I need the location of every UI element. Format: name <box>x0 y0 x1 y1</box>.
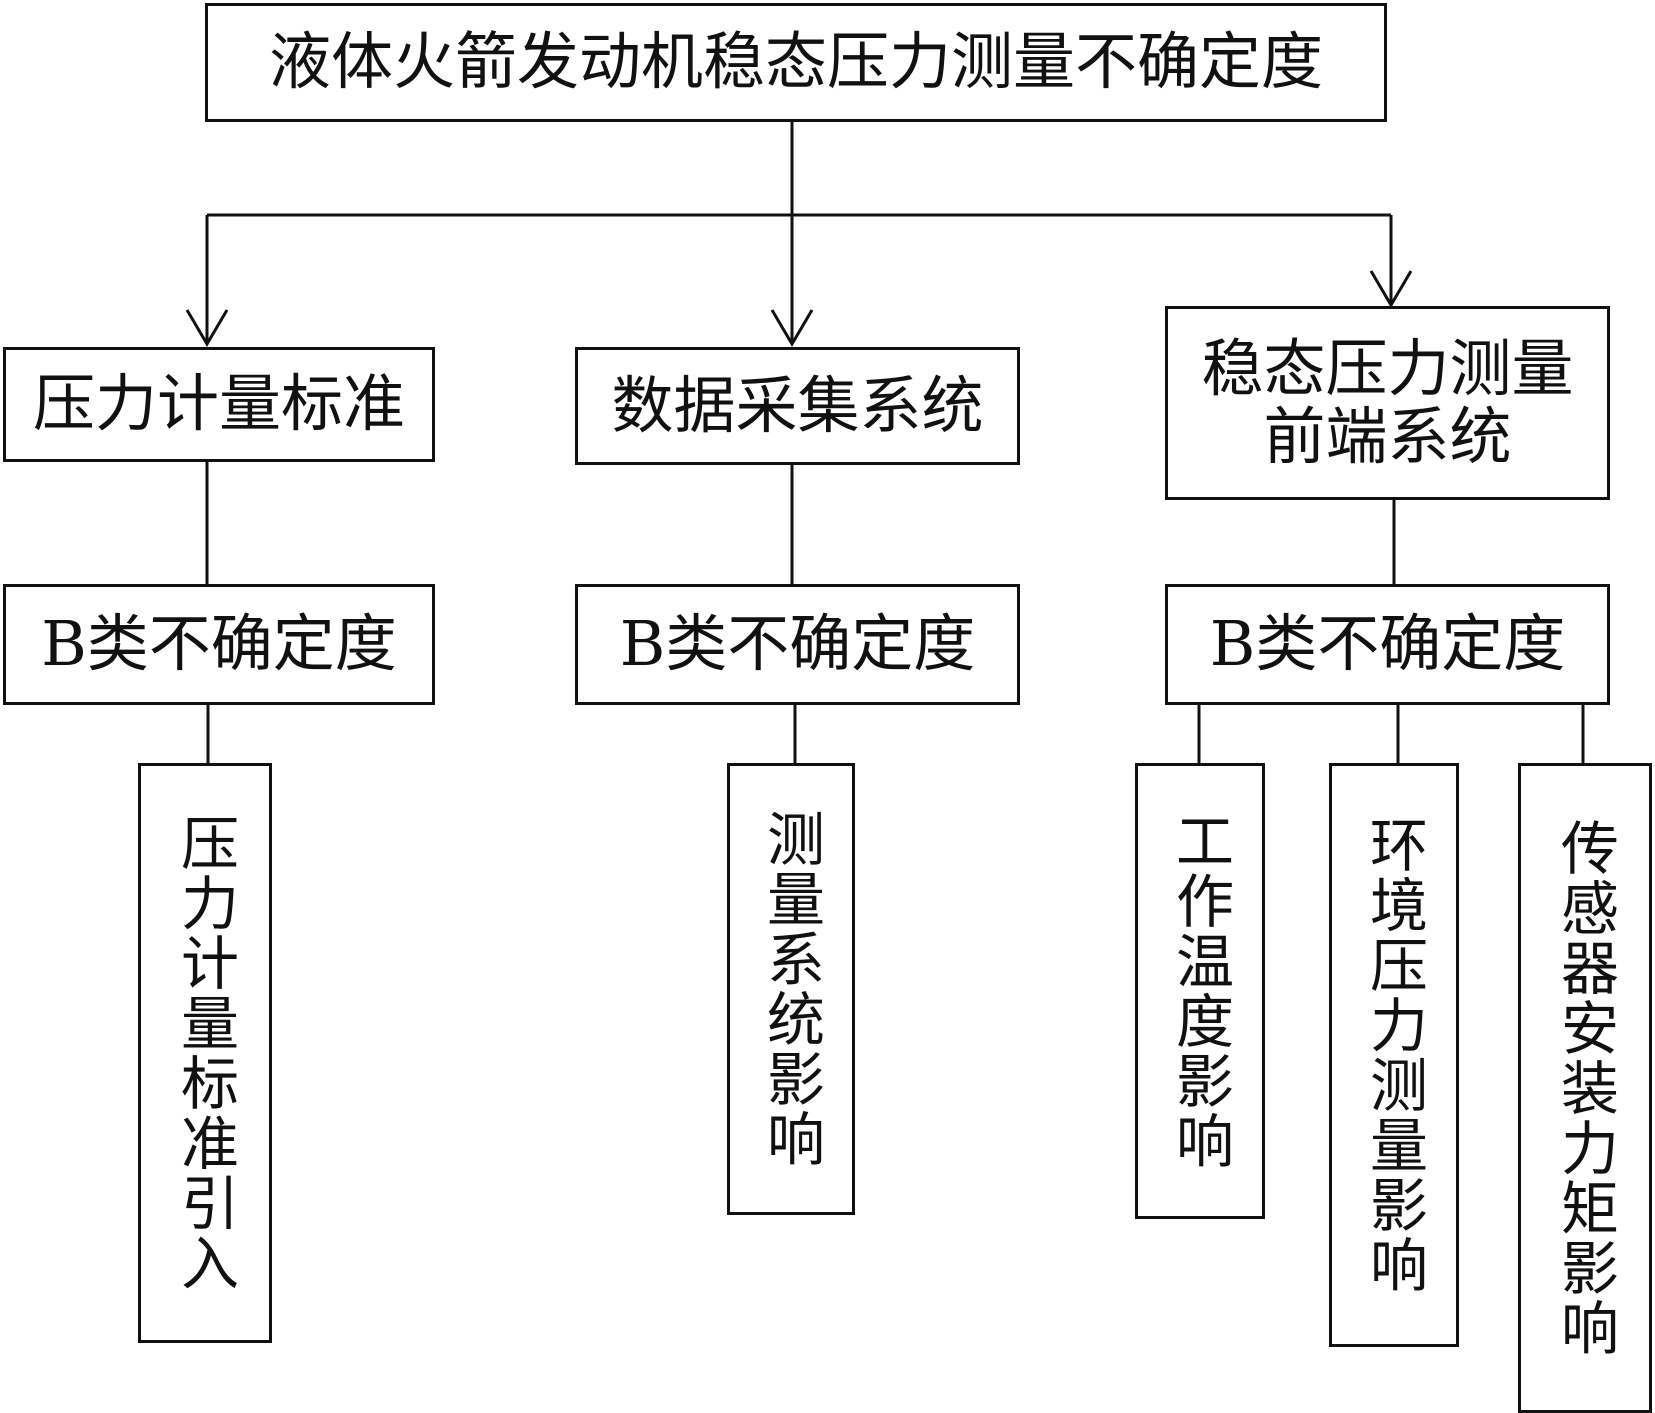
leaf-node-label: 测量系统影响 <box>757 809 825 1169</box>
leaf-node-label: 工作温度影响 <box>1166 811 1234 1171</box>
leaf-node-working-temperature: 工作温度影响 <box>1135 763 1265 1219</box>
category-node-front-end-system: 稳态压力测量前端系统 <box>1165 306 1610 500</box>
type-b-label: B类不确定度 <box>1209 607 1566 681</box>
leaf-node-ambient-pressure: 环境压力测量影响 <box>1329 763 1459 1347</box>
type-b-uncertainty-node: B类不确定度 <box>3 584 435 705</box>
type-b-uncertainty-node: B类不确定度 <box>1165 584 1610 705</box>
leaf-node-measurement-system: 测量系统影响 <box>727 763 855 1215</box>
type-b-label: B类不确定度 <box>619 607 976 681</box>
leaf-node-label: 环境压力测量影响 <box>1360 815 1428 1295</box>
category-node-pressure-standard: 压力计量标准 <box>3 347 435 462</box>
leaf-node-mounting-torque: 传感器安装力矩影响 <box>1518 763 1652 1413</box>
category-node-data-acquisition: 数据采集系统 <box>575 347 1020 465</box>
type-b-label: B类不确定度 <box>41 607 397 681</box>
category-node-label: 压力计量标准 <box>32 367 405 441</box>
leaf-node-standard-introduced: 压力计量标准引入 <box>138 763 272 1343</box>
arrowhead-a <box>185 309 229 347</box>
category-node-label: 稳态压力测量前端系统 <box>1201 331 1574 473</box>
leaf-node-label: 传感器安装力矩影响 <box>1551 818 1619 1358</box>
category-node-label: 数据采集系统 <box>611 368 984 442</box>
arrowhead-c <box>1369 270 1413 308</box>
type-b-uncertainty-node: B类不确定度 <box>575 584 1020 705</box>
root-node-label: 液体火箭发动机稳态压力测量不确定度 <box>268 25 1323 99</box>
arrowhead-b <box>770 309 814 347</box>
root-node: 液体火箭发动机稳态压力测量不确定度 <box>205 3 1387 122</box>
leaf-node-label: 压力计量标准引入 <box>171 813 239 1293</box>
